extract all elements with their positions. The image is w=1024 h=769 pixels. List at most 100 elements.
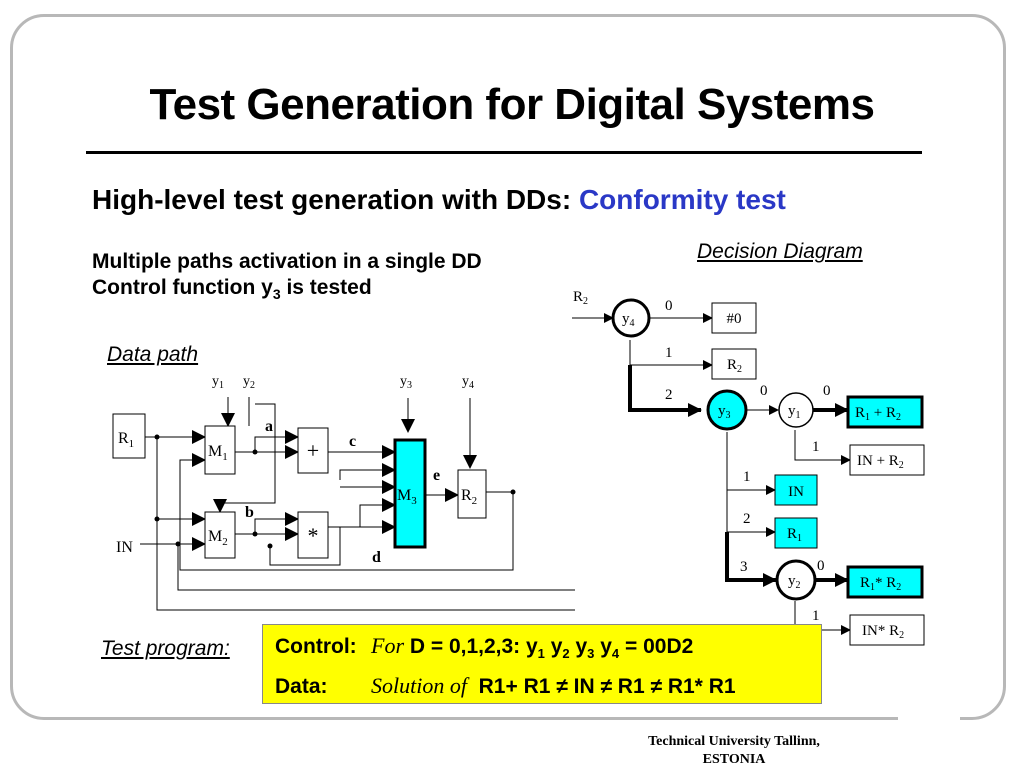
control-y3: y	[569, 635, 588, 658]
terminal-hash0-label: #0	[727, 311, 742, 327]
terminal-r2	[711, 348, 757, 380]
y4-edge-1: 1	[665, 345, 673, 361]
note-line-2: Control function y3 is tested	[92, 275, 482, 307]
mux-m3-label: M3	[397, 487, 417, 507]
mux-m3	[393, 438, 427, 549]
terminal-r1	[774, 517, 818, 549]
node-y4-label: y4	[622, 311, 635, 329]
adder-block	[297, 427, 329, 474]
slide-frame	[10, 14, 1006, 720]
terminal-r1-times-r2	[846, 565, 924, 599]
wire-junctions	[154, 434, 516, 549]
terminal-in	[774, 474, 818, 506]
data-expression: R1+ R1 ≠ IN ≠ R1 ≠ R1* R1	[478, 675, 736, 698]
control-text: D = 0,1,2,3: y1 y2 y3 y4 = 00D2	[409, 635, 694, 662]
footer-line-1: Technical University Tallinn,	[648, 734, 820, 749]
control-value: = 00D2	[619, 635, 694, 658]
adder-symbol: +	[307, 438, 319, 463]
y2-edge-0: 0	[817, 558, 825, 574]
terminal-r2-label: R2	[727, 357, 742, 375]
node-y2	[775, 559, 817, 601]
register-r1-label: R1	[118, 430, 134, 450]
y1-edge-0: 0	[823, 383, 831, 399]
node-y1	[778, 392, 814, 428]
dd-input-label: R2	[573, 289, 588, 307]
multiplier-block	[297, 511, 329, 559]
terminal-r1-plus-r2-label: R1 + R2	[855, 405, 901, 423]
ctrl-y4-label: y4	[462, 374, 474, 391]
node-y4	[611, 298, 651, 338]
footer-line-2: ESTONIA	[702, 752, 766, 767]
control-row: Control:For D = 0,1,2,3: y1 y2 y3 y4 = 0…	[275, 633, 693, 661]
mux-m1-label: M1	[208, 443, 228, 463]
control-label: Control:	[275, 635, 357, 658]
register-r1	[112, 413, 146, 459]
signal-e: e	[433, 467, 440, 484]
mux-m1	[204, 425, 236, 475]
terminal-in-label: IN	[788, 484, 804, 500]
title-rule	[86, 151, 922, 154]
data-path-heading: Data path	[107, 343, 199, 366]
register-r2-label: R2	[461, 487, 477, 507]
y1-edge-1: 1	[812, 439, 820, 455]
footer-institution: Technical University Tallinn, ESTONIA	[610, 733, 858, 769]
slide-title: Test Generation for Digital Systems	[149, 80, 875, 129]
test-program-heading: Test program:	[101, 637, 230, 660]
test-program-box: Control:For D = 0,1,2,3: y1 y2 y3 y4 = 0…	[262, 624, 822, 704]
ctrl-y3-label: y3	[400, 374, 412, 391]
control-sub-3: 3	[587, 646, 595, 662]
signal-c: c	[349, 433, 356, 450]
slide-notes: Multiple paths activation in a single DD…	[92, 249, 482, 307]
terminal-in-times-r2	[849, 614, 925, 646]
signal-a: a	[265, 418, 273, 435]
y4-edge-0: 0	[665, 298, 673, 314]
data-row: Data: Solution of R1+ R1 ≠ IN ≠ R1 ≠ R1* …	[275, 673, 736, 699]
control-sub-4: 4	[611, 646, 620, 662]
node-y1-label: y1	[788, 403, 801, 421]
dd-edges	[572, 313, 851, 635]
y3-edge-3: 3	[740, 559, 748, 575]
control-text-main: D = 0,1,2,3: y	[409, 635, 538, 658]
node-y3	[706, 389, 748, 431]
terminal-r1-times-r2-label: R1* R2	[860, 575, 901, 593]
decision-diagram: 0 1 2 0 1 2 3 0 1 0 1 R2 y4 y3 y1 y2 #0 …	[572, 289, 925, 646]
terminal-in-times-r2-label: IN* R2	[862, 623, 904, 641]
note-line-2-suffix: is tested	[280, 276, 372, 299]
terminal-r1-plus-r2	[846, 395, 924, 429]
control-y2: y	[544, 635, 563, 658]
note-line-1: Multiple paths activation in a single DD	[92, 250, 482, 273]
note-line-2-sub: 3	[272, 286, 281, 303]
multiplier-symbol: *	[308, 523, 319, 548]
y3-edge-0: 0	[760, 383, 768, 399]
register-r2	[457, 469, 487, 519]
signal-d: d	[372, 549, 381, 566]
data-path-wires	[140, 397, 575, 611]
ctrl-y2-label: y2	[243, 374, 255, 391]
control-sub-2: 2	[562, 646, 570, 662]
y3-edge-1: 1	[743, 469, 751, 485]
slide-subtitle: High-level test generation with DDs: Con…	[92, 184, 786, 216]
terminal-in-plus-r2-label: IN + R2	[857, 453, 904, 471]
subtitle-prefix: High-level test generation with DDs:	[92, 184, 572, 215]
ctrl-y1-label: y1	[212, 374, 224, 391]
terminal-hash0	[711, 302, 757, 334]
node-y3-label: y3	[718, 403, 731, 421]
data-label: Data:	[275, 675, 328, 698]
decision-diagram-heading: Decision Diagram	[697, 240, 863, 263]
frame-gap	[898, 712, 960, 726]
data-solution: Solution of	[371, 673, 467, 698]
note-line-2-prefix: Control function y	[92, 276, 273, 299]
terminal-in-plus-r2	[849, 444, 925, 476]
input-in-label: IN	[116, 539, 133, 556]
y4-edge-2: 2	[665, 387, 673, 403]
mux-m2	[204, 511, 236, 559]
terminal-r1-label: R1	[787, 526, 802, 544]
control-y4: y	[594, 635, 612, 658]
control-sub-1: 1	[537, 646, 545, 662]
subtitle-accent: Conformity test	[578, 184, 786, 215]
mux-m2-label: M2	[208, 528, 228, 548]
data-path: R1 IN M1 M2 + * M3 R2 y1 y2 y3 y4 a b c …	[112, 374, 575, 611]
node-y2-label: y2	[788, 573, 801, 591]
control-for: For	[371, 633, 404, 658]
